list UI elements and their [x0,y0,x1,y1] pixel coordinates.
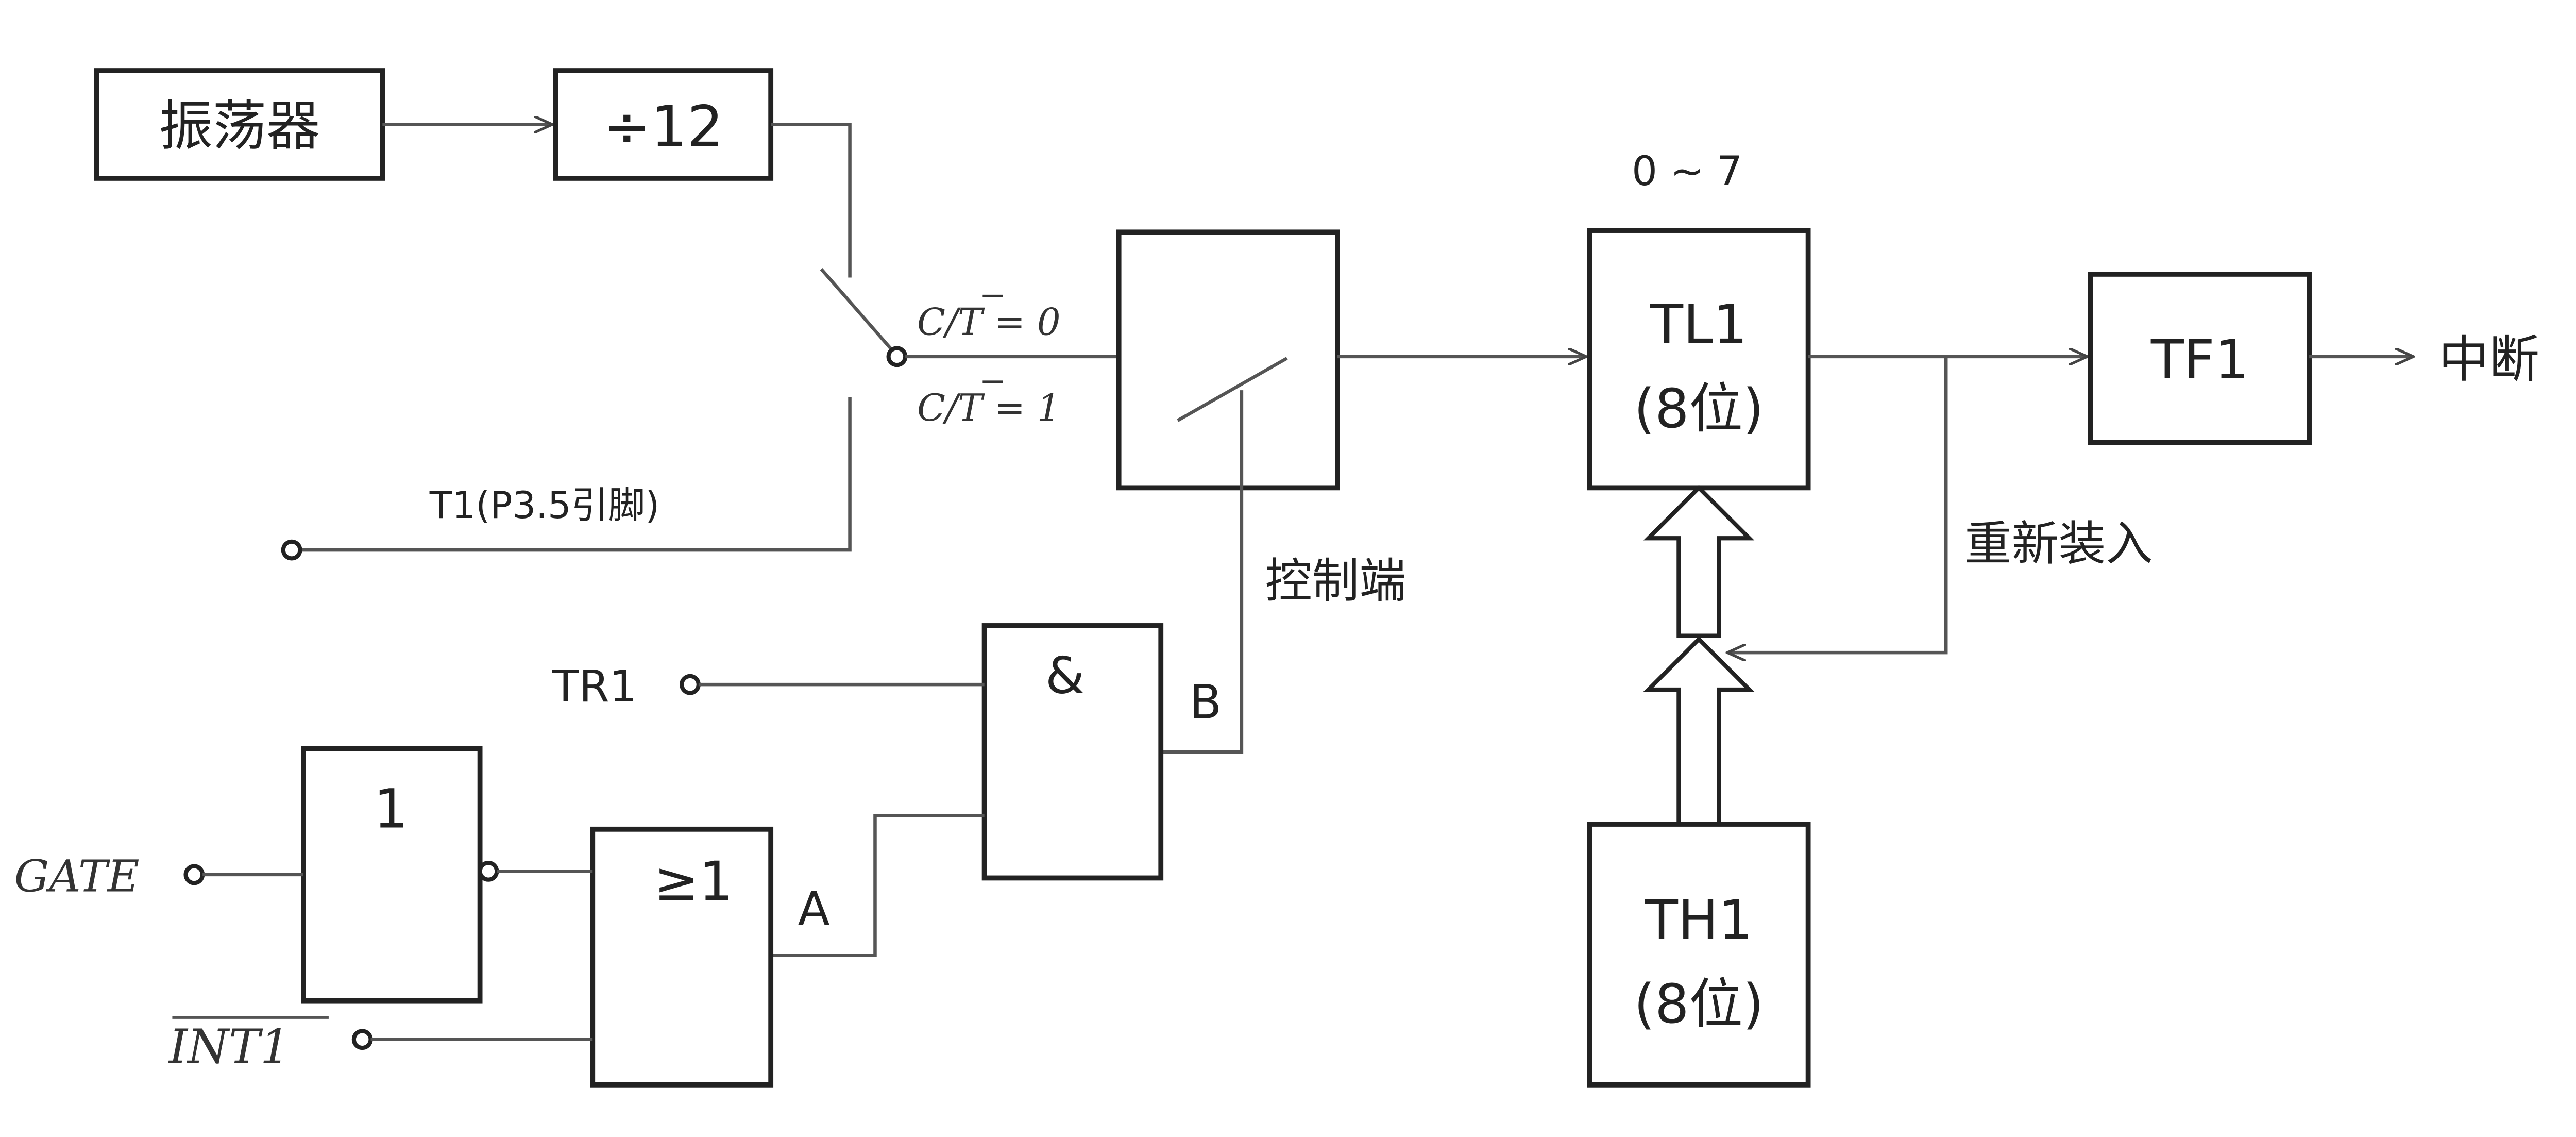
control-label: 控制端 [1265,553,1406,608]
tf1-flag [2088,272,2312,445]
switch-pivot [886,346,908,367]
int1-terminal [351,1029,373,1050]
reload-label: 重新装入 [1964,516,2153,572]
gate-terminal [183,864,205,885]
divider-to-switch-wire [771,123,852,278]
th1-register [1587,822,1811,1088]
not-gate [301,746,483,1004]
th1-reload-arrow-upper [1643,484,1755,638]
node-a-wire [771,814,985,957]
node-a-label: A [798,881,830,937]
oscillator-label: 振荡器 [159,95,320,158]
int1-label: INT1 [168,1019,290,1074]
tf1-label: TF1 [2150,328,2249,391]
control-switch-block [1116,229,1340,491]
tr1-label: TR1 [552,661,637,712]
interrupt-label: 中断 [2438,330,2539,389]
tl1-range-label: 0 ~ 7 [1632,148,1742,195]
tl1-bits: (8位) [1634,377,1764,440]
mode-switch-arm [820,267,893,351]
t1-pin-wire [300,397,852,552]
ct1-label: C/T = 1 [917,386,1060,429]
divider-label: ÷12 [603,94,723,160]
tl1-register [1587,228,1811,491]
and-gate-symbol: & [1045,646,1084,705]
not-gate-bubble [478,861,499,882]
t1-pin-label: T1(P3.5引脚) [429,483,660,527]
th1-name: TH1 [1645,889,1753,951]
divider-block [553,68,774,181]
or-gate [590,826,774,1088]
tl1-name: TL1 [1650,293,1747,356]
gate-label: GATE [14,851,140,902]
control-switch-contact [1177,357,1288,422]
not-gate-symbol: 1 [374,778,408,841]
tr1-terminal [680,674,701,695]
ct0-label: C/T = 0 [917,300,1060,343]
th1-reload-arrow-lower [1643,636,1755,825]
or-gate-symbol: ≥1 [654,850,733,913]
th1-bits: (8位) [1634,973,1764,1035]
t1-pin-terminal [281,539,302,561]
node-b-label: B [1190,674,1222,729]
reload-feedback-arrow [1727,356,1948,653]
oscillator-block [94,68,385,181]
control-line [1161,390,1244,754]
and-gate [981,623,1164,881]
